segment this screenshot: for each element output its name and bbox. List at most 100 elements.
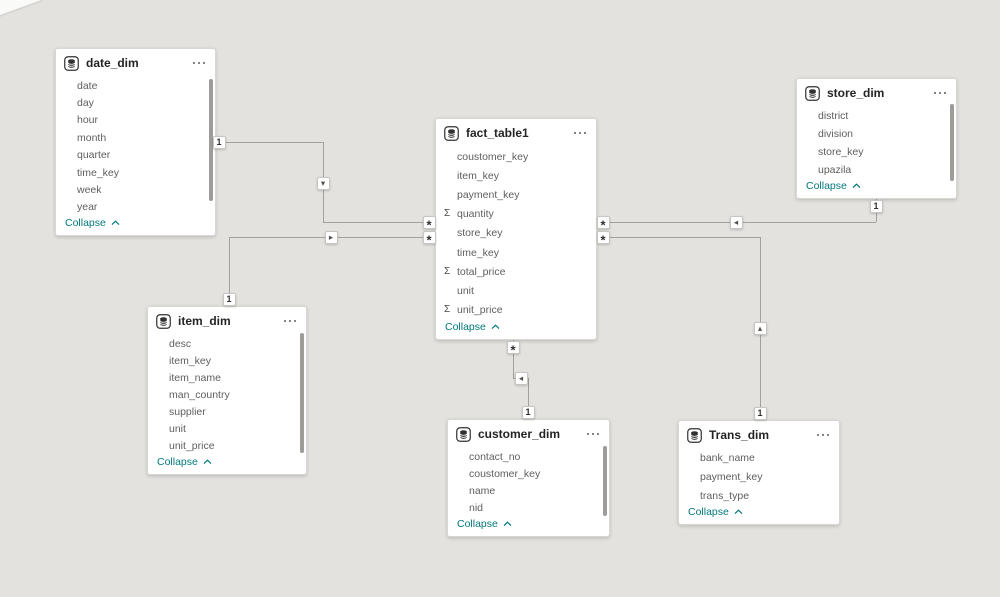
more-options-icon[interactable]	[573, 129, 588, 138]
field-row[interactable]: time_key	[436, 243, 596, 262]
collapse-link[interactable]: Collapse	[148, 453, 306, 474]
crossfilter-arrow-down-icon[interactable]: ▾	[316, 176, 330, 190]
field-row[interactable]: coustomer_key	[436, 147, 596, 166]
sigma-icon: Σ	[444, 265, 451, 277]
relationship-line[interactable]	[229, 237, 230, 306]
cardinality-many-badge[interactable]: *	[422, 230, 436, 247]
field-row[interactable]: quarter	[56, 147, 215, 164]
cardinality-many-badge[interactable]: *	[506, 340, 520, 357]
field-label: time_key	[457, 246, 500, 259]
cardinality-many-badge[interactable]: *	[422, 215, 436, 232]
field-row[interactable]: hour	[56, 112, 215, 129]
more-options-icon[interactable]	[192, 59, 207, 68]
field-label: item_key	[169, 354, 212, 367]
relationship-line[interactable]	[216, 142, 323, 143]
field-row[interactable]: unit	[148, 421, 306, 438]
field-row[interactable]: division	[797, 125, 956, 143]
table-header[interactable]: fact_table1	[436, 119, 596, 147]
crossfilter-arrow-left-icon[interactable]: ◂	[514, 371, 528, 385]
table-title: store_dim	[827, 86, 885, 100]
collapse-link[interactable]: Collapse	[448, 515, 609, 536]
table-title: customer_dim	[478, 427, 561, 441]
field-row[interactable]: supplier	[148, 404, 306, 421]
collapse-link[interactable]: Collapse	[56, 214, 215, 235]
field-row[interactable]: name	[448, 483, 609, 500]
scrollbar-thumb[interactable]	[950, 104, 954, 181]
collapse-link[interactable]: Collapse	[436, 318, 596, 339]
cardinality-one-badge[interactable]: 1	[222, 292, 236, 306]
field-row[interactable]: trans_type	[679, 486, 839, 503]
field-row[interactable]: store_key	[797, 143, 956, 161]
relationship-line[interactable]	[597, 237, 760, 238]
field-row[interactable]: contact_no	[448, 448, 609, 465]
more-options-icon[interactable]	[586, 430, 601, 439]
field-row[interactable]: item_name	[148, 369, 306, 386]
cardinality-one-badge[interactable]: 1	[521, 405, 535, 419]
crossfilter-arrow-right-icon[interactable]: ▸	[324, 230, 338, 244]
field-row[interactable]: item_key	[148, 352, 306, 369]
cardinality-many-badge[interactable]: *	[596, 230, 610, 247]
relationship-line[interactable]	[323, 222, 435, 223]
table-header[interactable]: store_dim	[797, 79, 956, 107]
field-label: unit	[169, 423, 186, 436]
field-label: bank_name	[700, 452, 755, 465]
collapse-link[interactable]: Collapse	[797, 177, 956, 198]
table-title: item_dim	[178, 314, 231, 328]
scrollbar-thumb[interactable]	[603, 446, 607, 516]
field-row[interactable]: bank_name	[679, 449, 839, 468]
cardinality-many-badge[interactable]: *	[596, 215, 610, 232]
field-row[interactable]: unit	[436, 282, 596, 301]
scrollbar-thumb[interactable]	[300, 333, 304, 453]
field-row[interactable]: time_key	[56, 164, 215, 181]
field-row[interactable]: payment_key	[436, 185, 596, 204]
relationship-line[interactable]	[513, 340, 514, 378]
more-options-icon[interactable]	[933, 89, 948, 98]
table-header[interactable]: customer_dim	[448, 420, 609, 448]
field-label: store_key	[818, 146, 864, 158]
database-icon	[687, 427, 702, 443]
field-row[interactable]: date	[56, 77, 215, 94]
field-label: day	[77, 97, 94, 110]
cardinality-one-badge[interactable]: 1	[753, 406, 767, 420]
relationship-line[interactable]	[528, 378, 529, 419]
field-label: trans_type	[700, 489, 750, 502]
field-row[interactable]: item_key	[436, 166, 596, 185]
crossfilter-arrow-left-icon[interactable]: ◂	[729, 215, 743, 229]
field-row[interactable]: day	[56, 94, 215, 111]
field-row[interactable]: desc	[148, 335, 306, 352]
table-title: date_dim	[86, 56, 139, 70]
field-row[interactable]: upazila	[797, 161, 956, 177]
table-header[interactable]: Trans_dim	[679, 421, 839, 449]
table-header[interactable]: date_dim	[56, 49, 215, 77]
more-options-icon[interactable]	[283, 317, 298, 326]
field-row[interactable]: year	[56, 199, 215, 214]
field-row[interactable]: store_key	[436, 224, 596, 243]
cardinality-one-badge[interactable]: 1	[869, 199, 883, 213]
field-row[interactable]: week	[56, 181, 215, 198]
cardinality-one-badge[interactable]: 1	[212, 135, 226, 149]
field-row[interactable]: unit_price	[148, 438, 306, 453]
field-row[interactable]: nid	[448, 500, 609, 515]
field-row[interactable]: district	[797, 107, 956, 125]
field-row[interactable]: man_country	[148, 386, 306, 403]
field-label: district	[818, 110, 849, 122]
field-row[interactable]: coustomer_key	[448, 465, 609, 482]
crossfilter-arrow-up-icon[interactable]: ▴	[753, 321, 767, 335]
database-icon	[456, 426, 471, 442]
more-options-icon[interactable]	[816, 431, 831, 440]
table-header[interactable]: item_dim	[148, 307, 306, 335]
scrollbar-thumb[interactable]	[209, 79, 213, 201]
collapse-link[interactable]: Collapse	[679, 503, 839, 524]
field-row[interactable]: payment_key	[679, 468, 839, 487]
field-row[interactable]: month	[56, 129, 215, 146]
